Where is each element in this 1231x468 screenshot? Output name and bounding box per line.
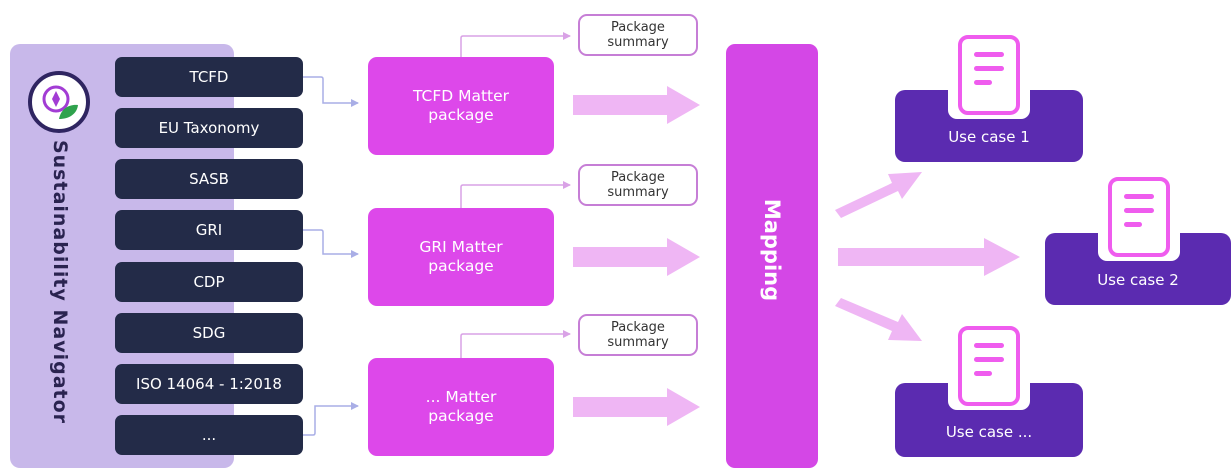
framework-gri-button[interactable]: GRI	[115, 210, 303, 250]
package-title: TCFD Matter	[412, 87, 510, 105]
document-icon	[948, 31, 1030, 119]
connector-gri-to-package	[303, 229, 359, 258]
summary-line: Package	[611, 170, 665, 185]
framework-tcfd-button[interactable]: TCFD	[115, 57, 303, 97]
package-summary-3[interactable]: Package summary	[578, 314, 698, 356]
navigator-title: Sustainability Navigator	[49, 139, 71, 425]
framework-sasb-button[interactable]: SASB	[115, 159, 303, 199]
gri-matter-package[interactable]: GRI Matter package	[368, 208, 554, 306]
connector-package-3-summary	[460, 330, 571, 358]
navigator-logo	[28, 71, 90, 133]
mapping-label: Mapping	[760, 198, 784, 302]
arrow-package-2-to-mapping	[573, 238, 700, 276]
arrow-mapping-to-use-case-3	[835, 298, 922, 341]
framework-sdg-button[interactable]: SDG	[115, 313, 303, 353]
package-title: GRI Matter	[419, 238, 503, 256]
connector-tcfd-to-package	[303, 76, 359, 107]
package-subtitle: package	[428, 257, 494, 275]
summary-line: summary	[607, 185, 669, 200]
summary-line: Package	[611, 320, 665, 335]
framework-cdp-button[interactable]: CDP	[115, 262, 303, 302]
other-matter-package[interactable]: ... Matter package	[368, 358, 554, 456]
package-subtitle: package	[428, 106, 494, 124]
document-icon	[948, 322, 1030, 410]
framework-iso-14064-button[interactable]: ISO 14064 - 1:2018	[115, 364, 303, 404]
connector-package-1-summary	[460, 32, 571, 57]
mapping-block[interactable]	[726, 44, 818, 468]
package-subtitle: package	[428, 407, 494, 425]
leaf-compass-icon	[42, 85, 78, 119]
framework-eu-taxonomy-button[interactable]: EU Taxonomy	[115, 108, 303, 148]
connector-more-to-package	[303, 402, 359, 436]
framework-more-button[interactable]: ...	[115, 415, 303, 455]
summary-line: Package	[611, 20, 665, 35]
document-icon	[1098, 173, 1180, 261]
connector-package-2-summary	[460, 181, 571, 208]
arrow-package-3-to-mapping	[573, 388, 700, 426]
arrow-package-1-to-mapping	[573, 86, 700, 124]
package-title: ... Matter	[425, 388, 497, 406]
summary-line: summary	[607, 335, 669, 350]
package-summary-1[interactable]: Package summary	[578, 14, 698, 56]
tcfd-matter-package[interactable]: TCFD Matter package	[368, 57, 554, 155]
summary-line: summary	[607, 35, 669, 50]
package-summary-2[interactable]: Package summary	[578, 164, 698, 206]
arrow-mapping-to-use-case-1	[835, 172, 922, 218]
arrow-mapping-to-use-case-2	[838, 238, 1020, 276]
